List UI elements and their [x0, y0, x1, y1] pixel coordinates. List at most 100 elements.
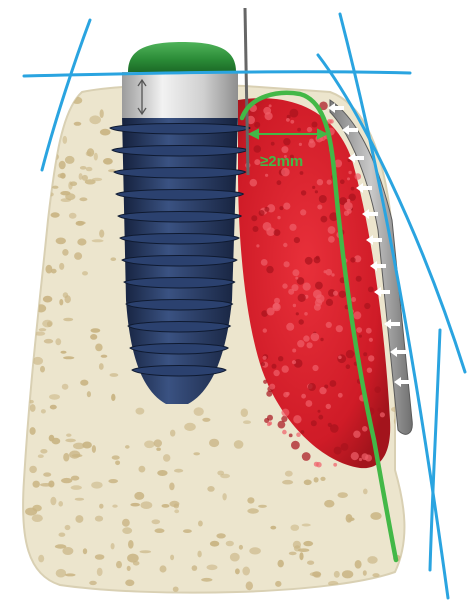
graft-particle: [339, 291, 346, 298]
graft-particle: [266, 266, 273, 273]
bone-granule: [334, 571, 340, 578]
bone-granule: [128, 540, 134, 549]
graft-particle: [250, 179, 258, 187]
bone-granule: [136, 408, 145, 415]
bone-granule: [39, 328, 47, 331]
graft-particle: [286, 118, 290, 122]
bone-granule: [222, 493, 226, 500]
bone-granule: [163, 454, 170, 462]
bone-granule: [32, 505, 41, 512]
graft-particle: [300, 171, 304, 175]
bone-granule: [275, 581, 281, 587]
bone-granule: [83, 548, 87, 554]
bone-granule: [85, 179, 96, 184]
bone-granule: [26, 205, 38, 210]
bone-granule: [239, 545, 243, 550]
bone-granule: [363, 489, 368, 495]
bone-granule: [127, 566, 131, 571]
bone-granule: [38, 454, 44, 458]
graft-particle: [374, 386, 381, 393]
bone-granule: [29, 427, 35, 435]
bone-granule: [63, 356, 74, 359]
bone-granule: [61, 478, 72, 483]
bone-granule: [48, 481, 54, 488]
bone-granule: [202, 418, 210, 422]
bone-granule: [89, 115, 101, 124]
bone-granule: [246, 581, 253, 590]
graft-particle: [273, 370, 279, 376]
bone-granule: [285, 471, 293, 477]
graft-particle: [259, 210, 265, 216]
bone-granule: [324, 500, 334, 508]
graft-particle: [281, 409, 289, 417]
bone-granule: [66, 434, 71, 437]
graft-particle: [266, 391, 272, 397]
graft-particle: [299, 319, 304, 324]
bone-granule: [65, 439, 76, 443]
bone-granule: [61, 351, 67, 354]
graft-particle: [301, 394, 306, 399]
implant-thread: [114, 168, 246, 179]
graft-particle: [292, 360, 296, 364]
bone-granule: [80, 380, 88, 386]
graft-particle: [279, 206, 283, 210]
bone-granule: [31, 176, 41, 184]
graft-particle: [289, 224, 296, 231]
bone-granule: [53, 94, 62, 102]
bone-granule: [82, 271, 88, 275]
graft-particle: [293, 415, 301, 423]
bone-granule: [101, 355, 108, 358]
implant-thread: [110, 124, 250, 135]
graft-particle: [271, 142, 275, 146]
graft-particle: [283, 138, 290, 145]
bone-granule: [30, 404, 36, 412]
implant-thread: [124, 278, 235, 289]
bone-granule: [99, 363, 104, 370]
bone-granule: [74, 252, 82, 260]
graft-particle: [263, 222, 272, 231]
graft-particle: [256, 244, 259, 247]
bone-granule: [65, 525, 71, 530]
graft-particle: [338, 356, 342, 360]
bone-granule: [314, 477, 319, 482]
bone-granule: [209, 439, 219, 447]
bone-granule: [130, 503, 140, 507]
graft-particle: [263, 328, 267, 332]
bone-granule: [289, 552, 297, 556]
bone-granule: [230, 553, 240, 562]
bone-granule: [73, 443, 85, 450]
bone-granule: [63, 318, 73, 321]
bone-granule: [111, 543, 115, 549]
bone-granule: [133, 561, 140, 566]
implant-thread: [128, 322, 230, 333]
graft-particle: [336, 325, 343, 332]
graft-particle: [348, 171, 351, 174]
graft-particle: [353, 311, 361, 319]
graft-particle: [282, 430, 287, 435]
graft-particle: [326, 404, 331, 409]
graft-particle: [327, 180, 332, 185]
bone-granule: [154, 439, 162, 447]
bone-granule: [258, 505, 267, 508]
graft-particle: [284, 261, 290, 267]
bone-granule: [59, 533, 66, 537]
graft-particle: [292, 349, 296, 353]
graft-particle: [367, 368, 372, 373]
bone-granule: [216, 533, 225, 538]
bone-granule: [192, 565, 198, 571]
graft-particle: [265, 174, 268, 177]
graft-particle: [304, 312, 308, 316]
bone-granule: [44, 339, 53, 344]
graft-particle: [355, 173, 362, 180]
graft-particle: [328, 236, 335, 243]
graft-particle: [359, 335, 362, 338]
graft-particle: [297, 128, 301, 132]
graft-particle: [351, 297, 356, 302]
graft-particle: [299, 143, 302, 146]
graft-particle: [253, 145, 261, 153]
bone-granule: [68, 181, 72, 189]
graft-particle: [297, 340, 304, 347]
bone-granule: [220, 474, 230, 479]
bone-granule: [198, 521, 203, 527]
bone-granule: [125, 580, 134, 587]
